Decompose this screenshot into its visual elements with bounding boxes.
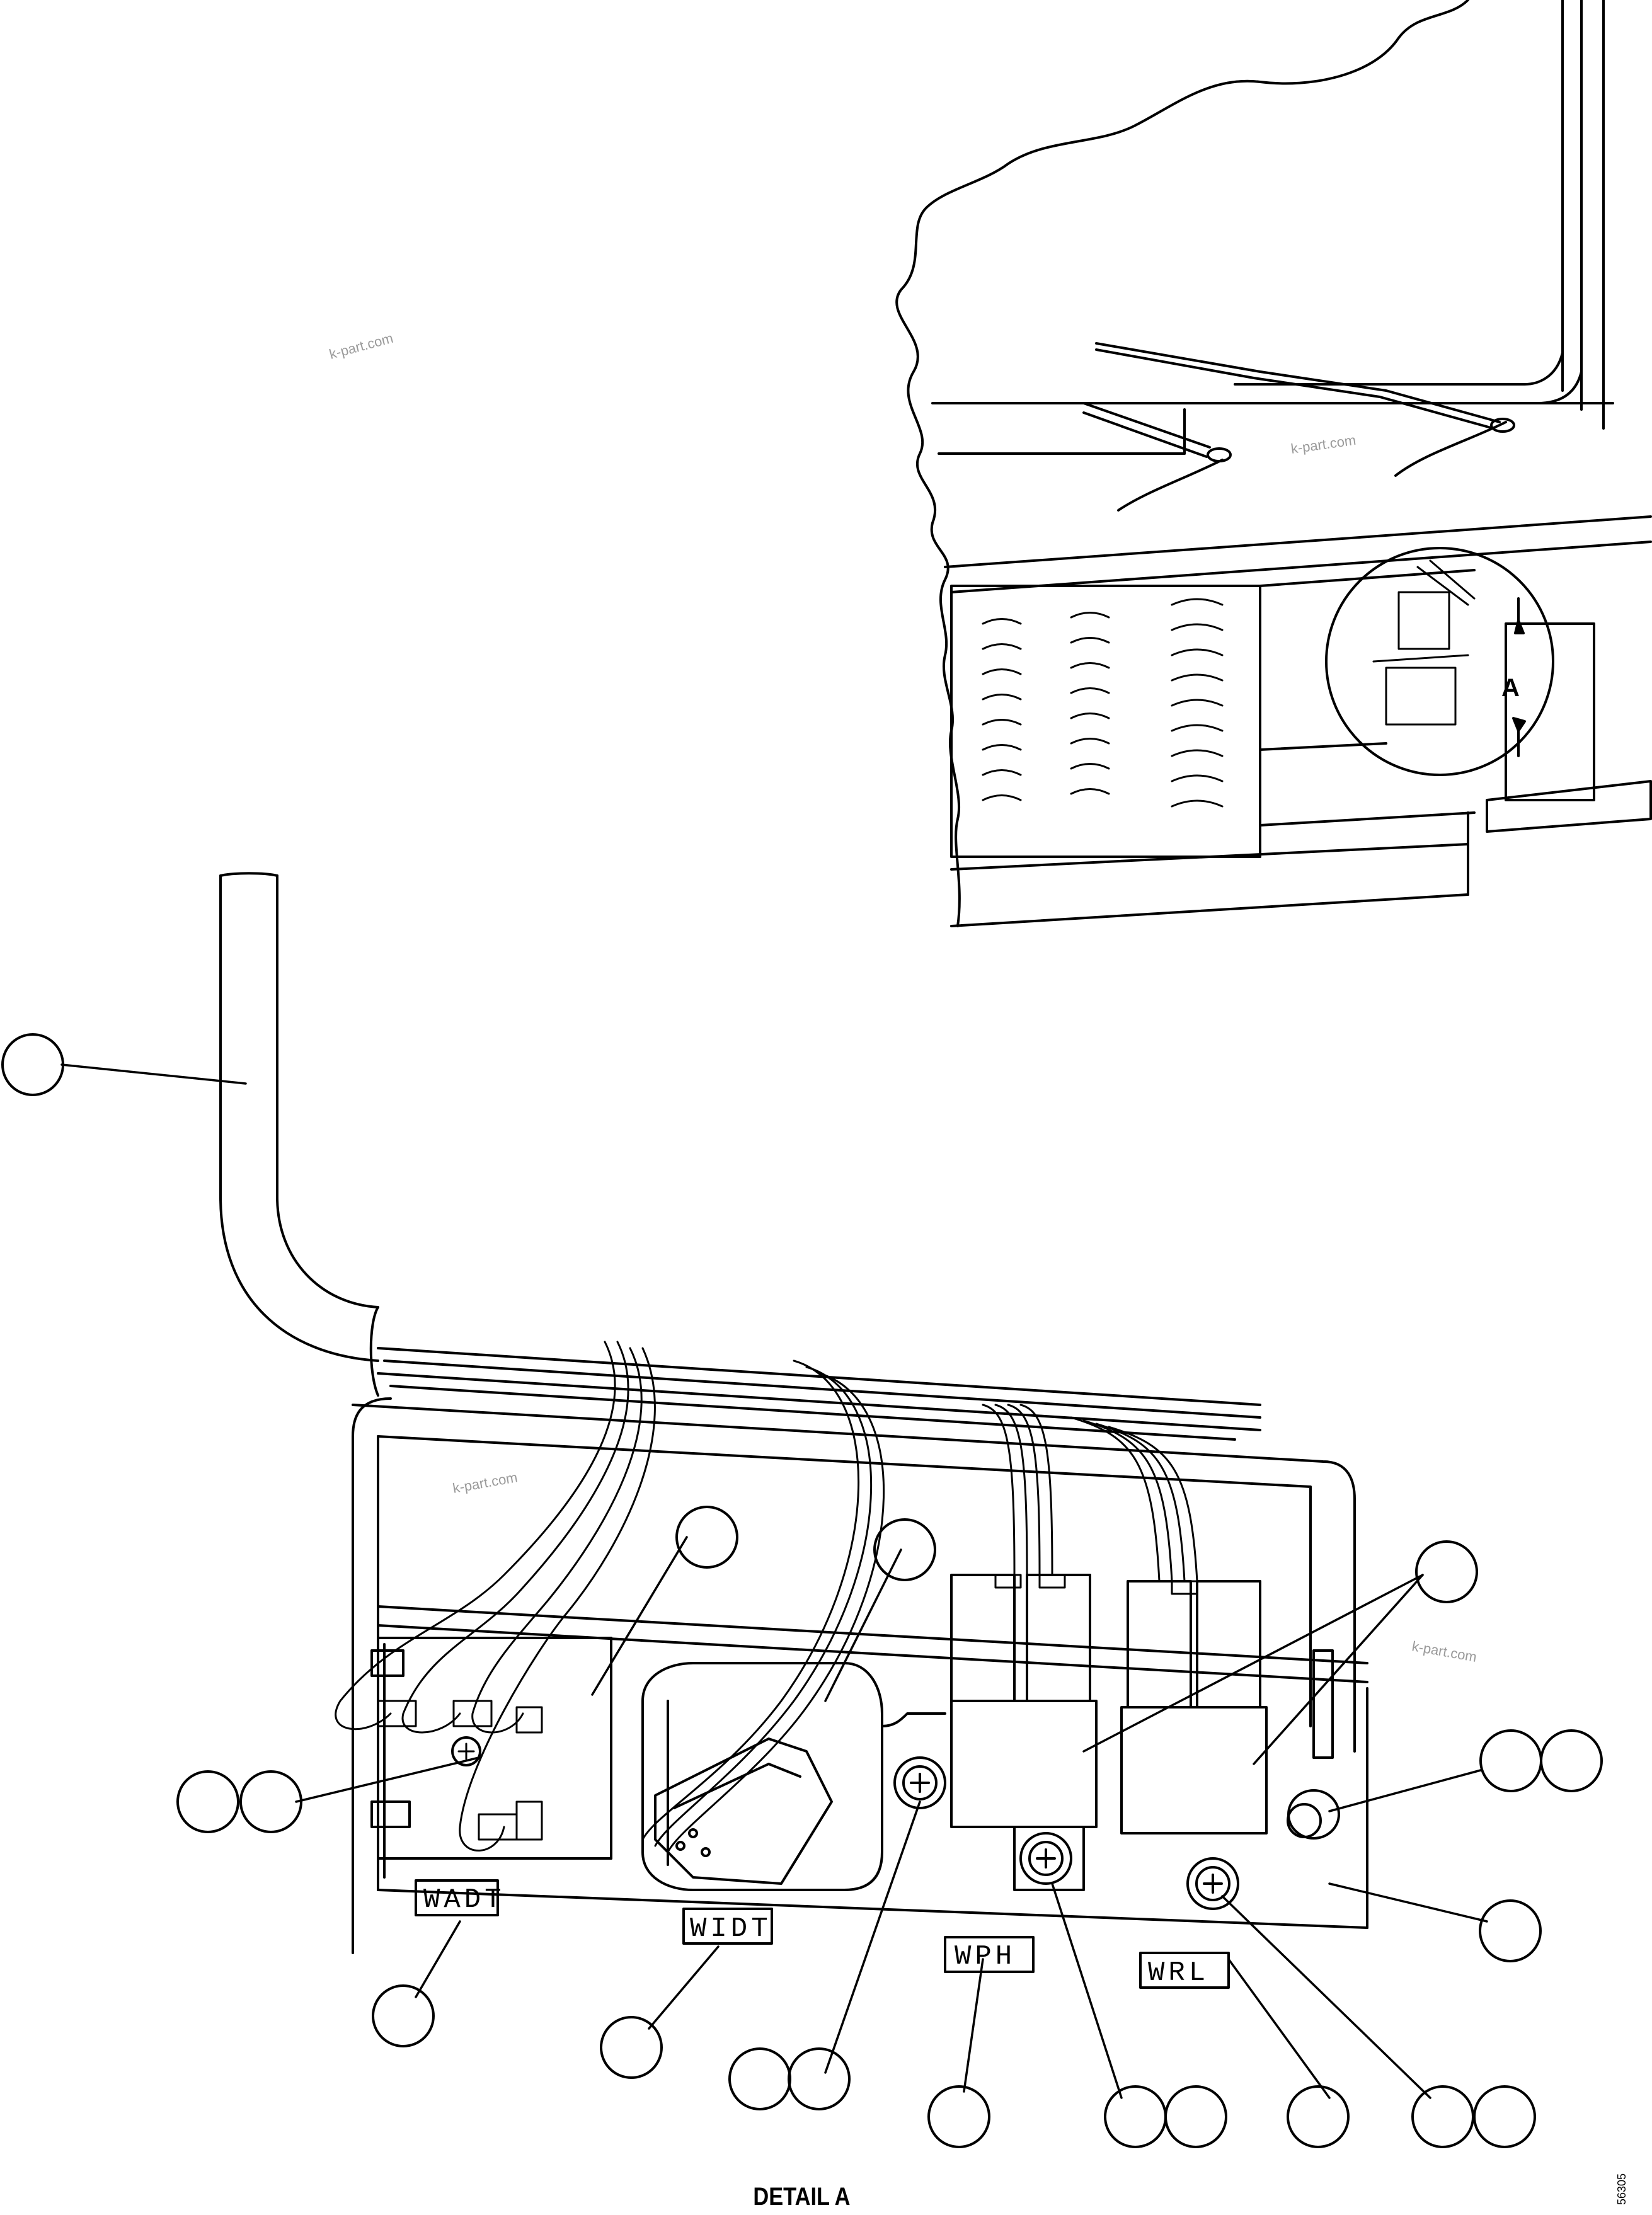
harness-conduit <box>219 874 379 1362</box>
wadt-screw <box>451 1736 481 1766</box>
callout-17 <box>1287 2085 1350 2148</box>
watermark-1: k-part.com <box>328 330 395 362</box>
label-wadt: WADT <box>423 1884 505 1916</box>
callout-16 <box>1164 2085 1227 2148</box>
louvers <box>982 598 1224 808</box>
callout-11 <box>600 2016 663 2079</box>
grommet <box>1287 1789 1340 1840</box>
callout-5 <box>176 1770 239 1833</box>
machine-overview <box>895 0 1652 927</box>
label-plate-wph <box>944 1936 1035 1973</box>
figure-ref: 56305 <box>1615 2173 1628 2205</box>
callout-13 <box>788 2047 851 2110</box>
callout-10 <box>372 1984 435 2047</box>
callout-3 <box>873 1518 936 1581</box>
callout-1 <box>1 1033 64 1096</box>
callout-19 <box>1473 2085 1536 2148</box>
callouts <box>1 1033 1603 2148</box>
callout-12 <box>728 2047 791 2110</box>
callout-18 <box>1411 2085 1474 2148</box>
callout-2 <box>675 1506 738 1569</box>
wph-relay <box>950 1700 1098 1828</box>
callout-14 <box>927 2085 990 2148</box>
detail-a-assembly <box>60 872 1488 2099</box>
watermark-4: k-part.com <box>1411 1638 1478 1665</box>
label-widt: WIDT <box>690 1913 772 1945</box>
callout-9 <box>1479 1899 1542 1962</box>
wrl-relay <box>1120 1706 1268 1834</box>
callout-6 <box>239 1770 302 1833</box>
screw-2 <box>1019 1832 1072 1885</box>
label-wph: WPH <box>955 1941 1016 1972</box>
watermark-3: k-part.com <box>452 1469 519 1496</box>
screw-3 <box>1186 1857 1239 1910</box>
leader-lines <box>60 1063 1488 2099</box>
label-plate-widt <box>682 1908 773 1945</box>
callout-8 <box>1540 1729 1603 1792</box>
callout-15 <box>1104 2085 1167 2148</box>
label-plate-wadt <box>415 1879 499 1916</box>
caption: DETAIL A <box>753 2182 850 2211</box>
detail-a-circle <box>1325 547 1554 776</box>
label-wrl: WRL <box>1148 1957 1209 1989</box>
label-plate-wrl <box>1139 1952 1230 1989</box>
screw-1 <box>893 1756 946 1809</box>
callout-7 <box>1479 1729 1542 1792</box>
detail-marker: A <box>1501 674 1520 702</box>
break-line <box>895 0 1469 927</box>
callout-4 <box>1415 1540 1478 1603</box>
watermark-2: k-part.com <box>1290 432 1357 457</box>
